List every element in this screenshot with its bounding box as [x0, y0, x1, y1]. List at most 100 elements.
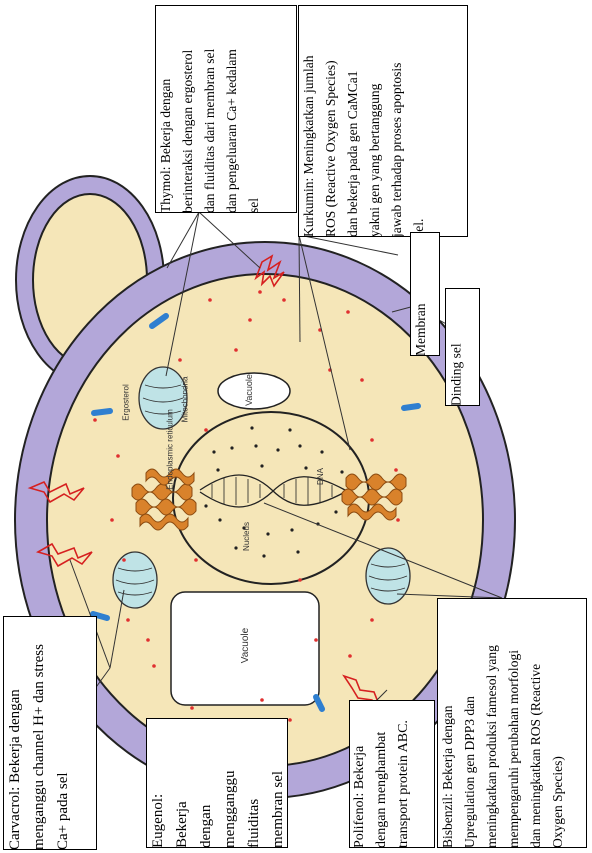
chromatin-dot	[276, 448, 279, 451]
chromatin-dot	[234, 546, 237, 549]
label-line: Carvacrol: Bekerja dengan	[3, 616, 27, 850]
label-line: dengan menghambat	[371, 700, 393, 848]
label-line: dan fluiditas dari membran sel	[199, 5, 221, 213]
chromatin-dot	[296, 550, 299, 553]
label-line: Polifenol: Bekerja	[349, 700, 371, 848]
label-line: Membran	[410, 232, 432, 356]
label-line: membran sel	[266, 718, 288, 848]
mitochondria-left	[113, 552, 157, 608]
chromatin-dot	[218, 518, 221, 521]
ros-dot	[146, 638, 150, 642]
chromatin-dot	[212, 450, 215, 453]
ros-dot	[314, 638, 318, 642]
dinding-box: Dinding sel	[445, 288, 480, 406]
ros-dot	[204, 428, 208, 432]
ros-dot	[110, 518, 114, 522]
label-line: Thymol: Bekerja dengan	[155, 5, 177, 213]
label-line: fluiditas	[242, 718, 266, 848]
ros-dot	[178, 358, 182, 362]
mitochondria-label: Mitochondria	[180, 377, 189, 423]
label-line: sel	[243, 5, 265, 213]
label-line: dan bekerja pada gen CaMCa1	[342, 5, 364, 237]
label-line: dan pengeluaran Ca+ kedalam	[221, 5, 243, 213]
label-line: berinteraksi dengan ergosterol	[177, 5, 199, 213]
ros-dot	[396, 518, 400, 522]
ros-dot	[370, 618, 374, 622]
ros-dot	[348, 654, 352, 658]
er-label: Endoplasmic reticulum	[166, 409, 175, 489]
label-line: Kurkumin: Meningkatkan jumlah	[298, 5, 320, 237]
chromatin-dot	[298, 444, 301, 447]
label-line: Bisbenzil: Bekerja dengan	[437, 598, 459, 848]
label-line: menganggu channel H+ dan stress	[27, 616, 51, 850]
label-line: Dinding sel	[445, 288, 467, 406]
ros-dot	[248, 318, 252, 322]
label-line: Oxygen Species)	[547, 598, 569, 848]
vacuole-small-label: Vacuole	[244, 374, 254, 406]
mitochondria-right	[366, 548, 410, 604]
dna-label: DNA	[316, 468, 325, 485]
chromatin-dot	[250, 426, 253, 429]
label-line: Eugenol:	[146, 718, 170, 848]
ros-dot	[282, 298, 286, 302]
ros-dot	[370, 438, 374, 442]
chromatin-dot	[254, 444, 257, 447]
ros-dot	[116, 454, 120, 458]
ros-dot	[394, 468, 398, 472]
label-line: ROS (Reactive Oxygen Species)	[320, 5, 342, 237]
vacuole-small	[218, 373, 290, 409]
ros-dot	[194, 558, 198, 562]
bisbenzil-text: Bisbenzil: Bekerja denganUpregulation ge…	[437, 598, 587, 848]
label-line: jawab terhadap proses apoptosis	[386, 5, 408, 237]
label-line: mempengaruhi perubahan morfologi	[503, 598, 525, 848]
membran-text: Membran	[410, 232, 440, 356]
ros-dot	[360, 378, 364, 382]
label-line: dan meningkatkan ROS (Reactive	[525, 598, 547, 848]
ros-dot	[93, 418, 97, 422]
label-line: Bekerja	[170, 718, 194, 848]
ros-dot	[190, 706, 194, 710]
chromatin-dot	[290, 528, 293, 531]
nucleus	[173, 412, 369, 584]
nucleus-label: Nucleus	[242, 522, 251, 551]
chromatin-dot	[216, 468, 219, 471]
label-line: sel.	[408, 5, 430, 237]
chromatin-dot	[230, 446, 233, 449]
label-line: transport protein ABC.	[393, 700, 415, 848]
label-line: dengan	[194, 718, 218, 848]
chromatin-dot	[288, 428, 291, 431]
ros-dot	[208, 298, 212, 302]
ros-dot	[122, 558, 126, 562]
ros-dot	[260, 698, 264, 702]
label-line: Upregulation gen DPP3 dan	[459, 598, 481, 848]
membran-box: Membran	[410, 232, 440, 356]
label-line: meningkatkan produksi famesol yang	[481, 598, 503, 848]
dinding-text: Dinding sel	[445, 288, 480, 406]
endoplasmic-reticulum-right	[342, 474, 406, 520]
chromatin-dot	[334, 510, 337, 513]
ros-dot	[234, 348, 238, 352]
chromatin-dot	[262, 554, 265, 557]
label-line: mengganggu	[218, 718, 242, 848]
chromatin-dot	[340, 470, 343, 473]
ros-dot	[288, 718, 292, 722]
label-line: Ca+ pada sel	[51, 616, 75, 850]
chromatin-dot	[266, 532, 269, 535]
ros-dot	[346, 310, 350, 314]
vacuole-large-label: Vacuole	[240, 628, 251, 663]
ros-dot	[298, 578, 302, 582]
label-line: yakni gen yang bertanggung	[364, 5, 386, 237]
ros-dot	[152, 664, 156, 668]
chromatin-dot	[260, 464, 263, 467]
ros-dot	[258, 290, 262, 294]
chromatin-dot	[320, 450, 323, 453]
chromatin-dot	[204, 504, 207, 507]
